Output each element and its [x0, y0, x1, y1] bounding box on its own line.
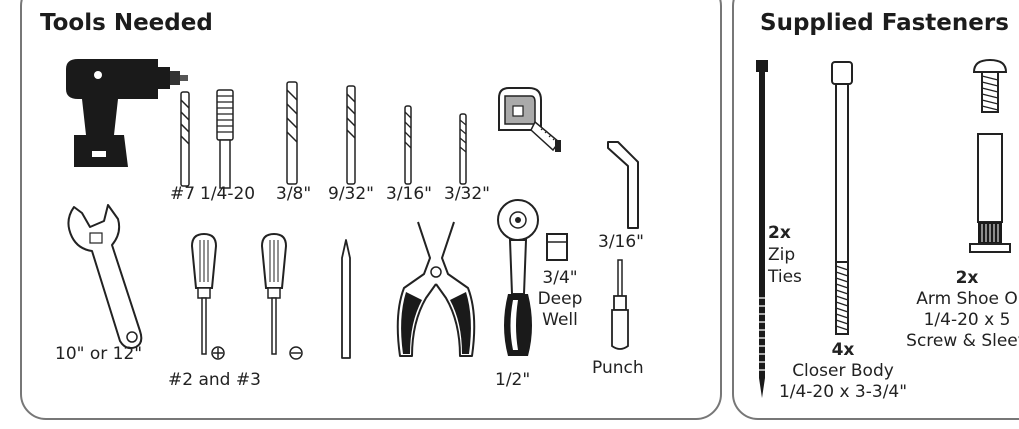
- flathead-tip-icon: [289, 346, 303, 360]
- adjustable-wrench-icon: [67, 204, 143, 350]
- arm-shoe-qty: 2x: [955, 268, 979, 288]
- zip-tie-qty: 2x: [768, 223, 791, 243]
- closer-body-name: Closer Body: [792, 361, 894, 381]
- arm-shoe-parts: Screw & Sleev: [906, 331, 1019, 351]
- punch-icon: [611, 259, 629, 350]
- phillips-screwdriver-icon: [190, 232, 218, 355]
- drill-bit-7-icon: [180, 91, 190, 187]
- arm-shoe-sleeve-icon: [969, 133, 1011, 253]
- socket-label: 3/4" Deep Well: [533, 268, 587, 331]
- phillips-tip-icon: [211, 346, 225, 360]
- deep-socket-icon: [546, 233, 568, 261]
- arm-shoe-screw-icon: [972, 58, 1008, 113]
- closer-body-bolt-icon: [831, 61, 853, 335]
- arm-shoe-label: 2x Arm Shoe O 1/4-20 x 5 Screw & Sleev: [892, 268, 1019, 352]
- bit-label-1-4-20: 1/4-20: [200, 184, 256, 204]
- closer-body-size: 1/4-20 x 3-3/4": [778, 382, 908, 402]
- arm-shoe-name: Arm Shoe O: [916, 289, 1018, 309]
- bit-label-9-32: 9/32": [328, 184, 374, 204]
- flathead-screwdriver-icon: [260, 232, 288, 355]
- screwdrivers-label: #2 and #3: [168, 370, 261, 390]
- awl-icon: [341, 239, 351, 359]
- drill-bit-9-32-icon: [346, 85, 356, 185]
- bit-label-3-32: 3/32": [444, 184, 490, 204]
- bit-label-3-16: 3/16": [386, 184, 432, 204]
- pliers-icon: [396, 221, 476, 357]
- tap-icon: [216, 89, 234, 189]
- drill-bit-3-8-icon: [286, 81, 298, 185]
- zip-tie-icon: [756, 60, 768, 398]
- zip-tie-name-2: Ties: [768, 267, 802, 287]
- wrench-label: 10" or 12": [55, 344, 143, 364]
- supplied-fasteners-title: Supplied Fasteners: [760, 10, 1009, 36]
- tape-measure-icon: [498, 87, 561, 152]
- zip-tie-name-1: Zip: [768, 245, 796, 265]
- socket-label-deep: Deep: [537, 289, 583, 309]
- drill-bit-3-32-icon: [459, 113, 467, 185]
- closer-body-label: 4x Closer Body 1/4-20 x 3-3/4": [768, 340, 918, 403]
- bit-label-3-8: 3/8": [276, 184, 312, 204]
- tools-needed-title: Tools Needed: [40, 10, 213, 36]
- closer-body-qty: 4x: [831, 340, 855, 360]
- supplied-fasteners-panel: [732, 0, 1019, 420]
- punch-label: Punch: [592, 358, 644, 378]
- hex-key-label: 3/16": [598, 232, 644, 252]
- bit-label-7: #7: [170, 184, 196, 204]
- drill-bit-3-16-icon: [404, 105, 412, 185]
- hex-key-icon: [607, 141, 639, 229]
- socket-label-size: 3/4": [542, 268, 578, 288]
- zip-tie-label: 2x Zip Ties: [768, 222, 802, 288]
- arm-shoe-size: 1/4-20 x 5: [923, 310, 1011, 330]
- drill-icon: [66, 59, 188, 167]
- ratchet-icon: [497, 199, 539, 356]
- socket-label-well: Well: [542, 310, 578, 330]
- ratchet-label: 1/2": [495, 370, 531, 390]
